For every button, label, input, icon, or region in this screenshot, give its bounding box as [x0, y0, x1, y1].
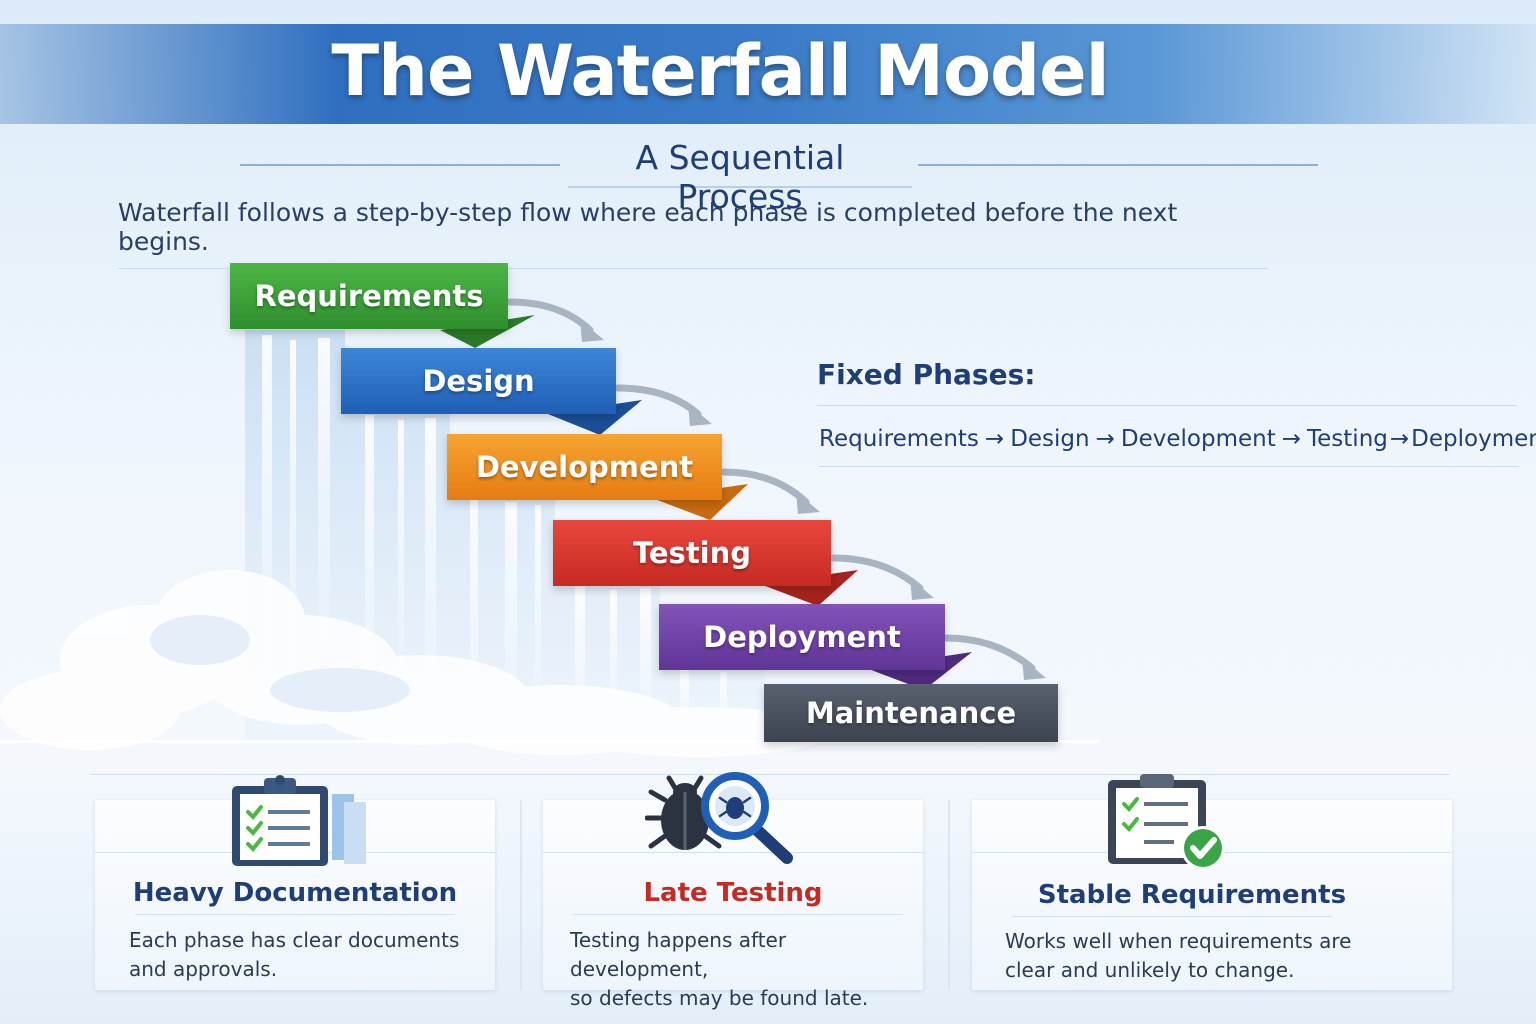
fixed-phases-sequence: Requirements→Design→Development→Testing→…	[819, 426, 1536, 467]
step-deployment: Deployment	[659, 604, 945, 670]
card-text-line: Works well when requirements are	[1005, 929, 1352, 953]
arrow-icon: →	[1281, 426, 1302, 452]
subtitle-rule-left	[240, 164, 560, 166]
phase-requirements: Requirements	[819, 426, 979, 452]
step-testing: Testing	[553, 520, 831, 586]
step-development: Development	[447, 434, 722, 500]
arrow-icon: →	[984, 426, 1005, 452]
card-separator	[520, 800, 522, 990]
title-banner	[0, 24, 1536, 124]
section-divider	[90, 774, 1450, 775]
card-title: Late Testing	[643, 878, 823, 908]
bug-magnifier-icon	[645, 772, 793, 864]
waterfall-illustration	[0, 298, 1100, 757]
step-requirements: Requirements	[230, 263, 508, 329]
page-title: The Waterfall Model	[331, 30, 1109, 112]
phase-deployment: Deployment	[1411, 426, 1536, 452]
subtitle-rule-right	[918, 164, 1318, 166]
card-text-line: so defects may be found late.	[570, 986, 869, 1010]
arrow-icon: →	[1389, 426, 1410, 452]
step-maintenance: Maintenance	[764, 684, 1058, 742]
card-title-rule	[1012, 916, 1332, 917]
description: Waterfall follows a step-by-step flow wh…	[118, 198, 1268, 269]
card-title-rule	[135, 914, 455, 915]
card-late-testing: Late Testing Testing happens after devel…	[543, 800, 923, 1010]
card-text-line: and approvals.	[129, 957, 278, 981]
card-rule	[543, 852, 923, 853]
step-design: Design	[341, 348, 616, 414]
card-title-rule	[573, 914, 903, 915]
phase-design: Design	[1010, 426, 1090, 452]
card-title: Stable Requirements	[1037, 880, 1347, 910]
clipboard-check-icon	[1108, 774, 1225, 870]
fixed-phases-title: Fixed Phases:	[817, 358, 1517, 406]
card-text: Testing happens after development, so de…	[570, 926, 923, 1013]
card-text-line: clear and unlikely to change.	[1005, 958, 1295, 982]
card-text-line: Testing happens after development,	[570, 928, 787, 981]
card-heavy-documentation: Heavy Documentation Each phase has clear…	[95, 800, 495, 990]
card-text: Each phase has clear documents and appro…	[129, 926, 459, 984]
phase-testing: Testing	[1307, 426, 1388, 452]
clipboard-documents-icon	[232, 775, 366, 866]
arrow-icon: →	[1095, 426, 1115, 452]
phase-development: Development	[1120, 426, 1276, 452]
card-text-line: Each phase has clear documents	[129, 928, 460, 952]
card-text: Works well when requirements are clear a…	[1005, 927, 1351, 985]
card-separator	[948, 800, 950, 990]
card-title: Heavy Documentation	[132, 878, 458, 908]
subtitle: A Sequential Process	[568, 138, 912, 216]
